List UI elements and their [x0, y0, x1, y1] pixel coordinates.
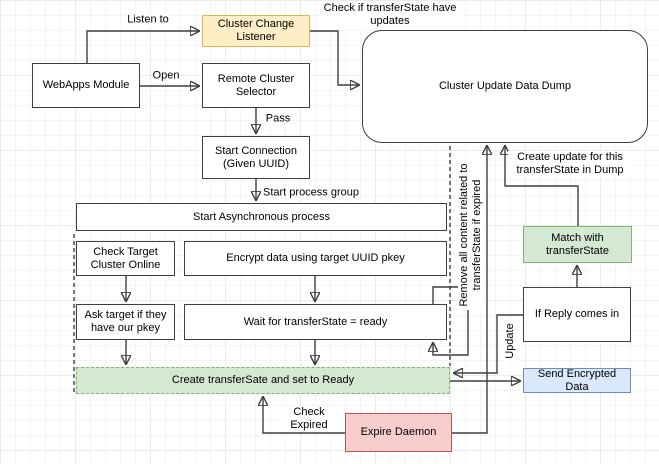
node-check-target-cluster-online[interactable]: Check Target Cluster Online: [76, 241, 175, 276]
edge-label-start-process-group: Start process group: [262, 186, 360, 200]
node-wait-transferstate-ready[interactable]: Wait for transferState = ready: [184, 304, 447, 340]
node-cluster-change-listener[interactable]: Cluster Change Listener: [202, 15, 310, 47]
edge-label-update: Update: [504, 321, 518, 361]
edge-label-check-expired: Check Expired: [278, 406, 340, 432]
edge-label-create-update: Create update for this transferState in …: [508, 151, 632, 177]
edge-check-updates: [310, 30, 359, 85]
node-encrypt-data[interactable]: Encrypt data using target UUID pkey: [184, 241, 447, 276]
node-webapps-module[interactable]: WebApps Module: [32, 63, 140, 108]
edge-label-remove-content: Remove all content related to transferSt…: [458, 160, 484, 310]
edge-label-listen-to: Listen to: [126, 13, 170, 27]
edge-label-check-updates: Check if transferState have updates: [319, 2, 461, 28]
node-create-transfersate[interactable]: Create transferSate and set to Ready: [76, 367, 450, 394]
node-match-with-transferstate[interactable]: Match with transferState: [523, 226, 632, 263]
node-remote-cluster-selector[interactable]: Remote Cluster Selector: [202, 63, 310, 108]
node-start-connection[interactable]: Start Connection (Given UUID): [202, 136, 310, 179]
edge-listen-to: [86, 31, 199, 63]
node-start-asynchronous-process[interactable]: Start Asynchronous process: [76, 203, 447, 231]
node-expire-daemon[interactable]: Expire Daemon: [345, 413, 452, 452]
edge-label-open: Open: [151, 69, 181, 83]
node-if-reply-comes-in[interactable]: If Reply comes in: [523, 287, 631, 342]
node-ask-target-pkey[interactable]: Ask target if they have our pkey: [76, 304, 175, 340]
node-send-encrypted-data[interactable]: Send Encrypted Data: [523, 368, 631, 393]
edge-label-pass: Pass: [264, 112, 292, 126]
node-cluster-update-data-dump[interactable]: Cluster Update Data Dump: [362, 30, 648, 143]
